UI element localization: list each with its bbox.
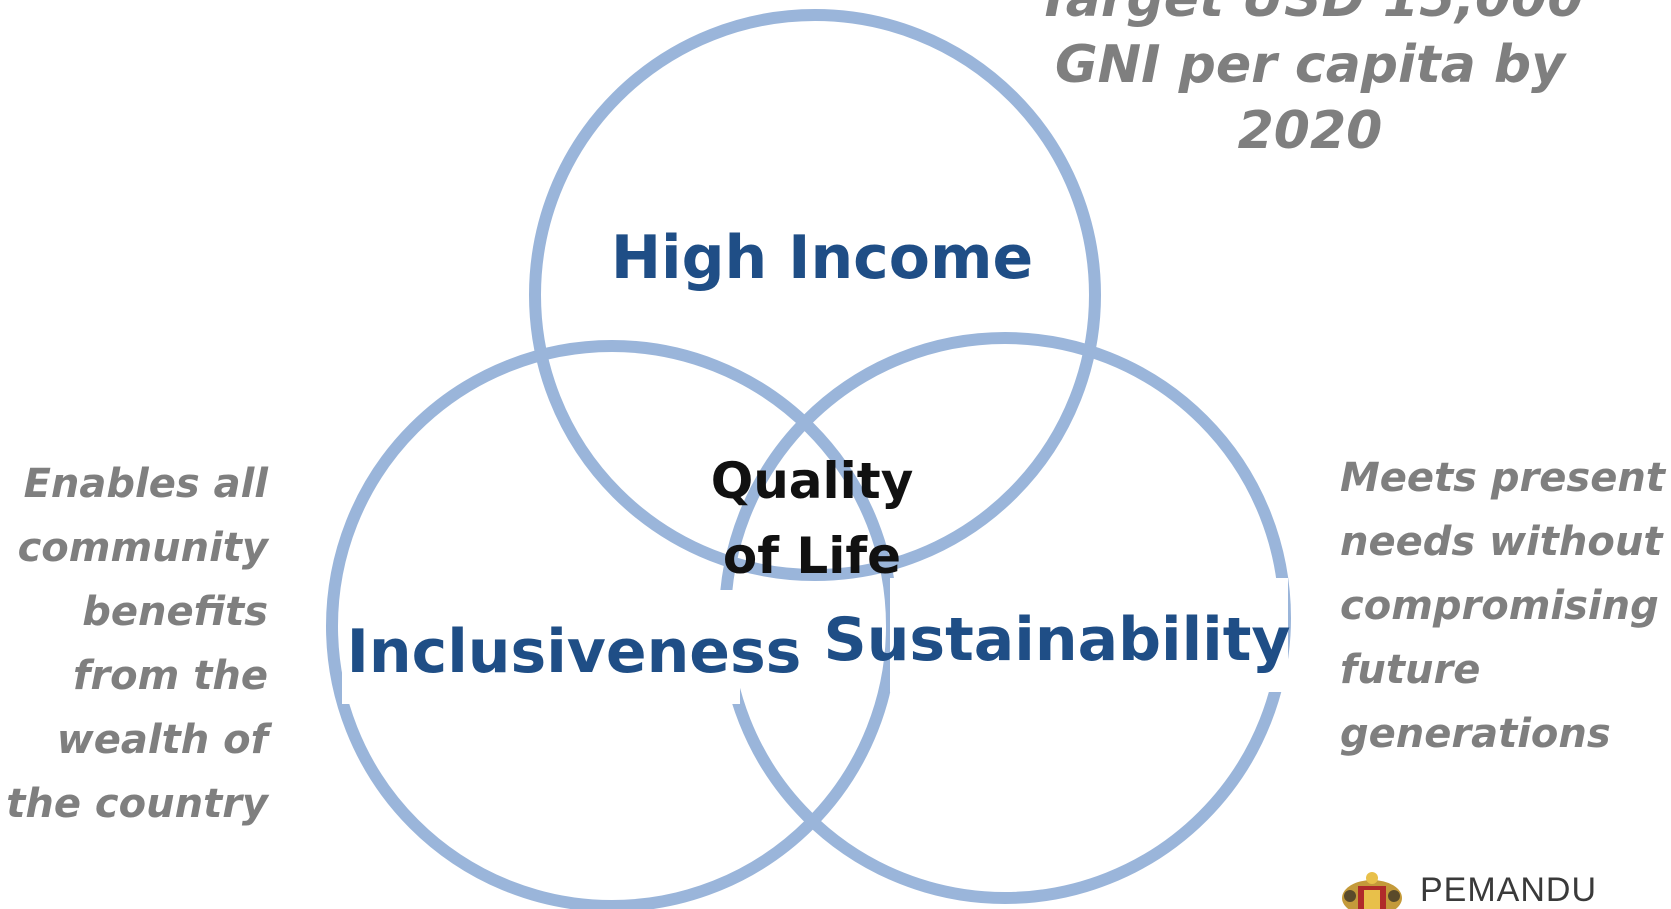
logo-text: PEMANDU (1420, 871, 1598, 909)
sustainability-label-backing (890, 578, 1288, 692)
inclusiveness-label-backing (342, 590, 740, 704)
pemandu-logo: PEMANDU (1336, 868, 1656, 909)
inclusiveness-description: Enables all community benefits from the … (6, 461, 268, 827)
coat-of-arms-icon (1342, 872, 1402, 909)
center-label-line-1: Quality (711, 452, 914, 510)
center-label-line-2: of Life (723, 527, 901, 585)
sustainability-label: Sustainability (823, 605, 1290, 675)
income-target-note: Target USD 15,000 GNI per capita by 2020 (1036, 0, 1583, 161)
venn-circle-high-income (529, 9, 1101, 581)
high-income-label: High Income (611, 223, 1033, 293)
inclusiveness-label: Inclusiveness (347, 617, 802, 687)
sustainability-description: Meets present needs without compromising… (1340, 455, 1665, 757)
